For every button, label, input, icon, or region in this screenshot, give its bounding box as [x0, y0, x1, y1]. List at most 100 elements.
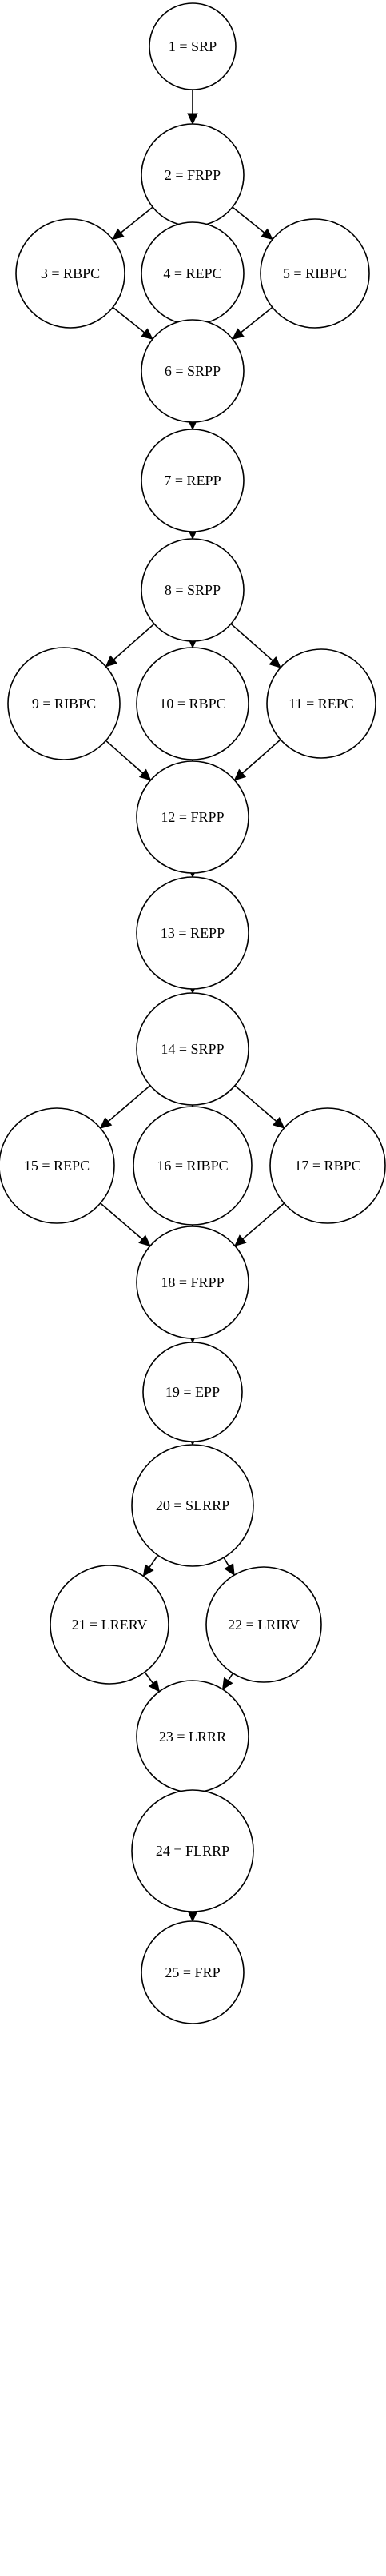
node-circle — [141, 538, 245, 642]
node-n9: 9 = RIBPC — [7, 647, 121, 760]
arrowhead-icon — [99, 1117, 113, 1129]
node-n15: 15 = REPC — [0, 1107, 115, 1224]
node-circle — [136, 760, 249, 874]
arrowhead-icon — [138, 768, 152, 781]
node-label: 8 = SRPP — [165, 582, 221, 598]
node-n19: 19 = EPP — [142, 1342, 243, 1442]
edge-line — [242, 1202, 285, 1240]
arrowhead-icon — [234, 1234, 247, 1246]
edge-n2-n5 — [232, 206, 273, 241]
arrowhead-icon — [142, 1564, 154, 1577]
edge-n17-n18 — [234, 1202, 285, 1246]
node-circle — [141, 1920, 245, 2024]
node-circle — [131, 1444, 254, 1567]
edge-n20-n21 — [142, 1554, 159, 1577]
node-circle — [141, 429, 245, 532]
node-n20: 20 = SLRRP — [131, 1444, 254, 1567]
node-circle — [149, 2, 237, 90]
node-label: 15 = REPC — [24, 1158, 90, 1174]
node-n10: 10 = RBPC — [136, 647, 249, 760]
node-circle — [205, 1566, 322, 1683]
node-circle — [136, 992, 249, 1106]
edge-n24-n25 — [187, 1910, 198, 1923]
edge-n8-n11 — [230, 623, 281, 668]
node-n2: 2 = FRPP — [141, 123, 245, 227]
edge-line — [105, 740, 144, 774]
node-circle — [142, 1342, 243, 1442]
node-circle — [131, 1789, 254, 1912]
node-label: 4 = REPC — [163, 265, 221, 281]
node-label: 16 = RIBPC — [157, 1158, 228, 1174]
node-n3: 3 = RBPC — [15, 218, 125, 329]
node-circle — [15, 218, 125, 329]
arrowhead-icon — [187, 113, 198, 126]
edge-line — [241, 739, 281, 774]
edge-n11-n12 — [233, 739, 281, 781]
edge-line — [112, 306, 145, 333]
edge-line — [100, 1202, 143, 1240]
edge-n20-n22 — [223, 1557, 235, 1577]
node-label: 5 = RIBPC — [283, 265, 347, 281]
arrowhead-icon — [148, 1679, 161, 1693]
edge-n21-n23 — [144, 1671, 161, 1693]
node-n12: 12 = FRPP — [136, 760, 249, 874]
node-label: 21 = LRERV — [72, 1617, 148, 1633]
node-label: 1 = SRP — [169, 38, 217, 54]
edge-line — [232, 206, 265, 233]
edge-line — [240, 306, 273, 333]
node-circle — [141, 319, 245, 423]
node-circle — [136, 876, 249, 990]
arrowhead-icon — [269, 656, 281, 668]
node-label: 23 = LRRR — [159, 1729, 226, 1745]
node-circle — [7, 647, 121, 760]
node-circle — [136, 1226, 249, 1339]
node-n24: 24 = FLRRP — [131, 1789, 254, 1912]
arrowhead-icon — [221, 1677, 233, 1690]
node-n23: 23 = LRRR — [136, 1680, 249, 1793]
edge-n22-n23 — [221, 1673, 234, 1690]
arrowhead-icon — [233, 768, 247, 781]
node-n8: 8 = SRPP — [141, 538, 245, 642]
node-n16: 16 = RIBPC — [133, 1106, 253, 1226]
node-circle — [136, 647, 249, 760]
node-n7: 7 = REPP — [141, 429, 245, 532]
edge-n14-n17 — [234, 1085, 285, 1129]
node-label: 20 = SLRRP — [156, 1497, 229, 1513]
arrowhead-icon — [105, 655, 118, 668]
node-circle — [133, 1106, 253, 1226]
node-label: 6 = SRPP — [165, 363, 221, 379]
node-circle — [260, 218, 370, 329]
node-n13: 13 = REPP — [136, 876, 249, 990]
node-n21: 21 = LRERV — [50, 1565, 169, 1685]
node-n14: 14 = SRPP — [136, 992, 249, 1106]
node-label: 11 = REPC — [289, 696, 354, 712]
node-n22: 22 = LRIRV — [205, 1566, 322, 1683]
edge-line — [144, 1671, 154, 1684]
edge-n3-n6 — [112, 306, 153, 340]
node-n17: 17 = RBPC — [269, 1107, 386, 1224]
node-label: 9 = RIBPC — [32, 696, 96, 712]
arrowhead-icon — [224, 1563, 235, 1577]
node-label: 24 = FLRRP — [156, 1843, 229, 1859]
arrowhead-icon — [138, 1234, 151, 1247]
edge-n2-n3 — [112, 206, 153, 241]
edge-n8-n9 — [105, 623, 155, 668]
node-n1: 1 = SRP — [149, 2, 237, 90]
arrowhead-icon — [272, 1116, 285, 1129]
node-label: 2 = FRPP — [165, 167, 221, 183]
node-label: 19 = EPP — [165, 1384, 220, 1400]
edge-line — [223, 1557, 230, 1567]
node-n18: 18 = FRPP — [136, 1226, 249, 1339]
node-circle — [0, 1107, 115, 1224]
node-n5: 5 = RIBPC — [260, 218, 370, 329]
node-label: 18 = FRPP — [161, 1274, 224, 1290]
node-label: 22 = LRIRV — [228, 1617, 300, 1633]
arrowhead-icon — [112, 228, 125, 241]
node-label: 13 = REPP — [161, 925, 225, 941]
edge-n5-n6 — [232, 306, 273, 340]
node-label: 17 = RBPC — [294, 1158, 360, 1174]
arrowhead-icon — [141, 328, 153, 340]
edge-n1-n2 — [187, 90, 198, 126]
node-label: 12 = FRPP — [161, 809, 224, 825]
